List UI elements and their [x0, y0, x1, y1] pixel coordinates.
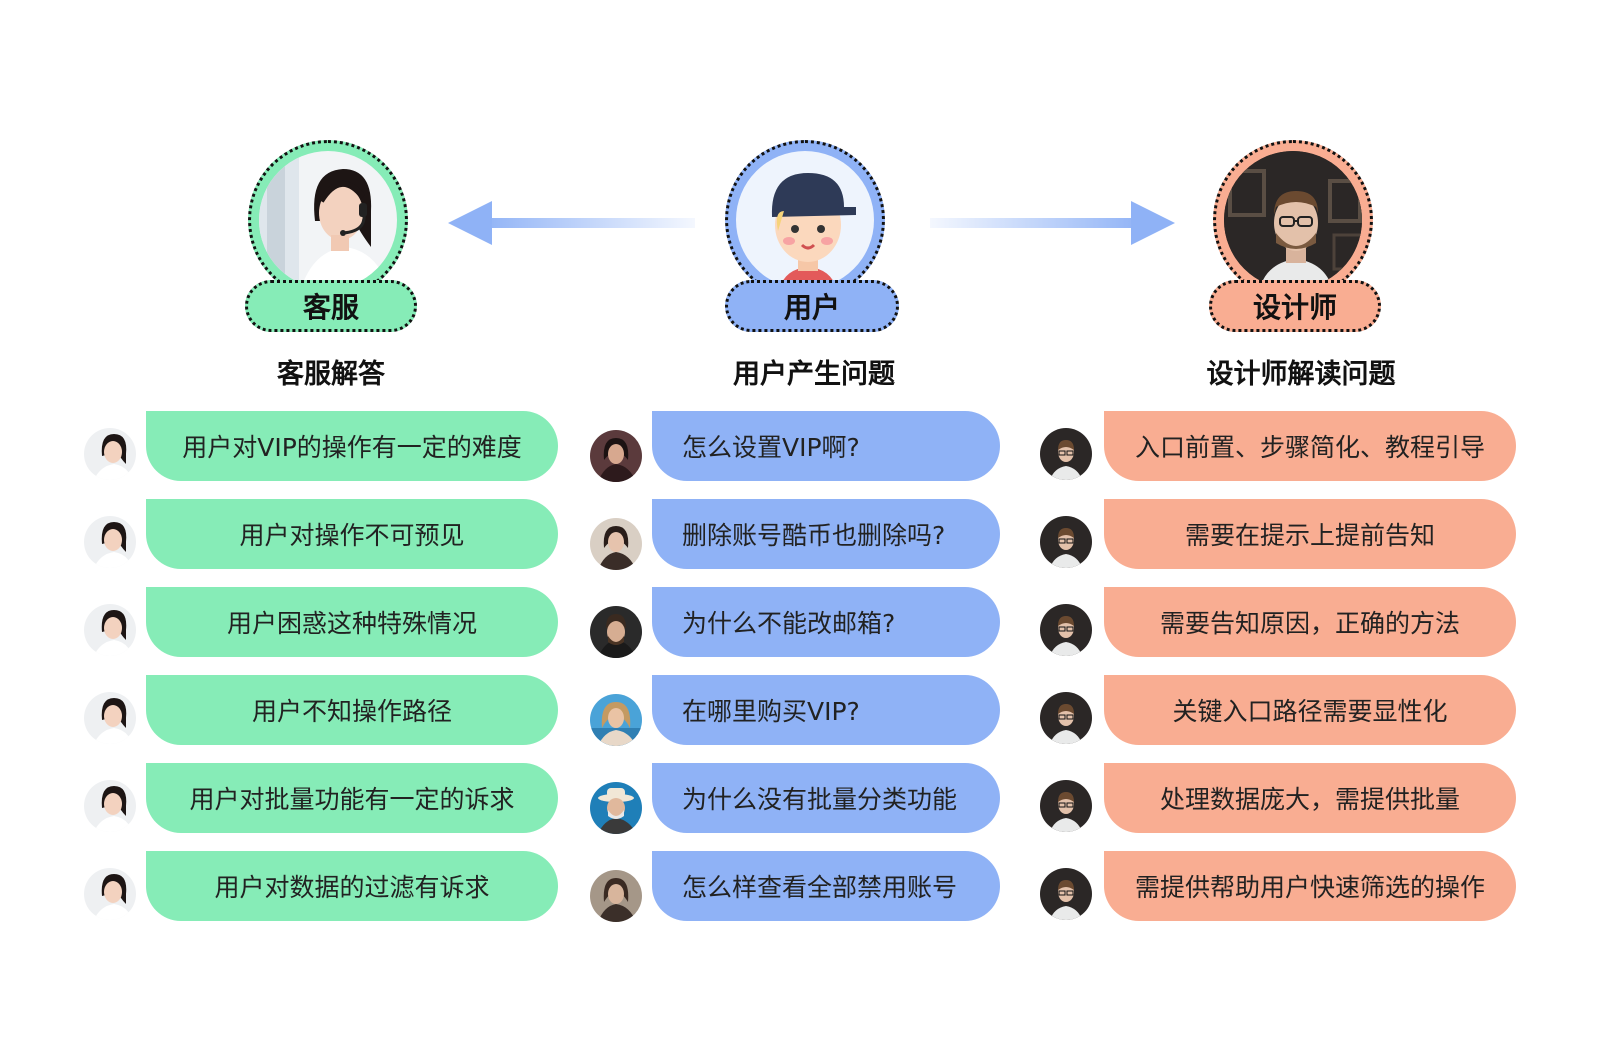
service-role-label: 客服 [302, 291, 359, 324]
service-subtitle: 客服解答 [277, 359, 385, 390]
designer-avatar-icon [1040, 780, 1092, 832]
agent-avatar-icon [84, 692, 136, 744]
agent-avatar [84, 780, 136, 832]
designer-subtitle: 设计师解读问题 [1206, 359, 1396, 390]
designer-avatar [1040, 516, 1092, 568]
user-bubble: 怎么设置VIP啊? [652, 411, 1000, 481]
designer-avatar-icon [1040, 516, 1092, 568]
user-avatar [590, 782, 642, 834]
service-bubble: 用户对操作不可预见 [146, 499, 558, 569]
arrow-right-icon [930, 201, 1175, 245]
user-avatar [590, 694, 642, 746]
service-bubble: 用户困惑这种特殊情况 [146, 587, 558, 657]
agent-avatar [84, 692, 136, 744]
agent-avatar [84, 868, 136, 920]
user-avatar-icon [590, 518, 642, 570]
designer-bubble: 处理数据庞大，需提供批量 [1104, 763, 1516, 833]
service-role-pill: 客服 [245, 280, 417, 332]
headset-agent-icon [259, 151, 390, 289]
user-avatar [590, 606, 642, 658]
user-hero-avatar [725, 140, 885, 300]
designer-hero-avatar [1213, 140, 1373, 300]
user-avatar-icon [590, 430, 642, 482]
designer-avatar [1040, 692, 1092, 744]
designer-role-pill: 设计师 [1209, 280, 1381, 332]
service-hero-avatar [248, 140, 408, 300]
designer-avatar-icon [1040, 692, 1092, 744]
agent-avatar [84, 604, 136, 656]
designer-avatar [1040, 780, 1092, 832]
cartoon-user-icon [771, 173, 856, 289]
user-role-label: 用户 [783, 291, 840, 324]
agent-avatar [84, 516, 136, 568]
agent-avatar-icon [84, 516, 136, 568]
user-subtitle: 用户产生问题 [733, 359, 895, 390]
service-bubble: 用户对批量功能有一定的诉求 [146, 763, 558, 833]
user-bubble: 删除账号酷币也删除吗? [652, 499, 1000, 569]
agent-avatar [84, 428, 136, 480]
user-avatar-icon [590, 694, 642, 746]
designer-avatar [1040, 428, 1092, 480]
designer-avatar-icon [1040, 868, 1092, 920]
user-bubble: 为什么不能改邮箱? [652, 587, 1000, 657]
agent-avatar-icon [84, 604, 136, 656]
designer-bubble: 需要在提示上提前告知 [1104, 499, 1516, 569]
service-bubble: 用户对VIP的操作有一定的难度 [146, 411, 558, 481]
designer-icon [1224, 151, 1362, 289]
user-avatar-icon [590, 870, 642, 922]
designer-avatar [1040, 604, 1092, 656]
user-avatar-icon [590, 782, 642, 834]
service-bubble: 用户对数据的过滤有诉求 [146, 851, 558, 921]
agent-avatar-icon [84, 428, 136, 480]
designer-role-label: 设计师 [1252, 291, 1337, 324]
user-bubble: 怎么样查看全部禁用账号 [652, 851, 1000, 921]
user-role-pill: 用户 [725, 280, 899, 332]
designer-avatar [1040, 868, 1092, 920]
user-avatar [590, 870, 642, 922]
designer-bubble: 需要告知原因，正确的方法 [1104, 587, 1516, 657]
service-bubble: 用户不知操作路径 [146, 675, 558, 745]
designer-bubble: 入口前置、步骤简化、教程引导 [1104, 411, 1516, 481]
agent-avatar-icon [84, 868, 136, 920]
user-avatar [590, 430, 642, 482]
agent-avatar-icon [84, 780, 136, 832]
arrow-left-icon [448, 201, 695, 245]
user-avatar-icon [590, 606, 642, 658]
designer-bubble: 需提供帮助用户快速筛选的操作 [1104, 851, 1516, 921]
user-bubble: 在哪里购买VIP? [652, 675, 1000, 745]
user-bubble: 为什么没有批量分类功能 [652, 763, 1000, 833]
designer-avatar-icon [1040, 428, 1092, 480]
designer-bubble: 关键入口路径需要显性化 [1104, 675, 1516, 745]
user-avatar [590, 518, 642, 570]
designer-avatar-icon [1040, 604, 1092, 656]
